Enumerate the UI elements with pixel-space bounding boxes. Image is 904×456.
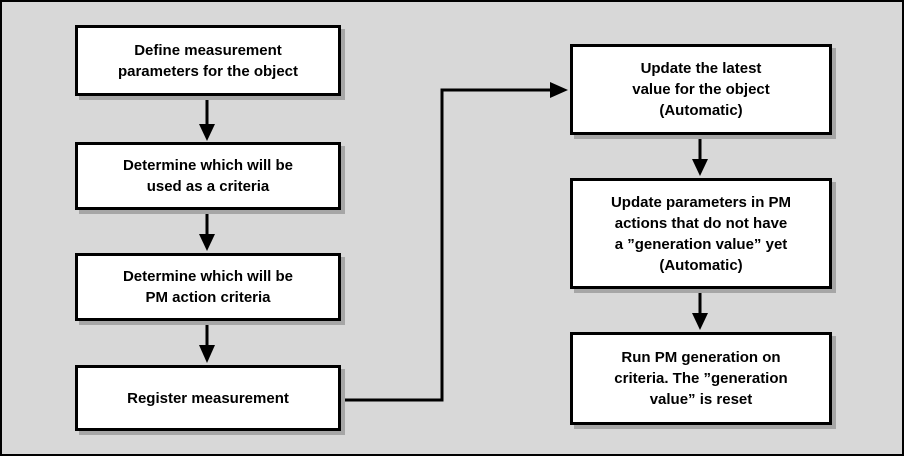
step-label: Update parameters in PM actions that do … — [610, 193, 792, 274]
arrow-down-icon — [199, 322, 215, 363]
step-label: Register measurement — [127, 389, 289, 407]
connector-arrow-icon — [341, 82, 568, 402]
step-label: Update the latest value for the object (… — [632, 60, 770, 119]
arrow-down-icon — [692, 136, 708, 176]
step-label: Determine which will be PM action criter… — [122, 268, 294, 306]
arrow-down-icon — [199, 96, 215, 141]
step-determine-pm-action-criteria: Determine which will be PM action criter… — [75, 253, 341, 321]
step-determine-criteria: Determine which will be used as a criter… — [75, 142, 341, 210]
step-label: Determine which will be used as a criter… — [122, 157, 294, 195]
arrow-down-icon — [692, 290, 708, 330]
step-update-latest-value: Update the latest value for the object (… — [570, 44, 832, 135]
step-define-measurement-parameters: Define measurement parameters for the ob… — [75, 25, 341, 96]
step-label: Define measurement parameters for the ob… — [117, 41, 299, 80]
arrow-down-icon — [199, 211, 215, 251]
step-update-parameters-pm-actions: Update parameters in PM actions that do … — [570, 178, 832, 289]
step-register-measurement: Register measurement — [75, 365, 341, 431]
step-run-pm-generation: Run PM generation on criteria. The ”gene… — [570, 332, 832, 425]
step-label: Run PM generation on criteria. The ”gene… — [614, 349, 788, 408]
